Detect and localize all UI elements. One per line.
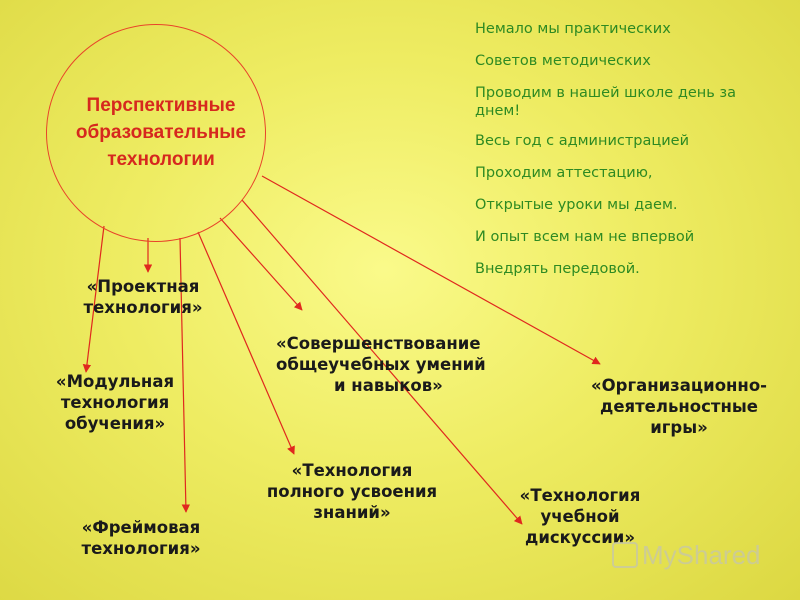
hub-title-line: Перспективные [86,95,236,116]
arrow-to-full-mastery [197,231,295,455]
node-organizational-games: «Организационно- деятельностные игры» [584,375,774,438]
node-full-mastery-technology: «Технология полного усвоения знаний» [252,460,452,523]
node-line: общеучебных умений [276,355,486,374]
node-skills-improvement: «Совершенствование общеучебных умений и … [276,333,506,396]
watermark-text: MyShared [642,540,761,570]
poem-block: Немало мы практических Советов методичес… [475,20,793,292]
node-project-technology: «Проектная технология» [68,276,218,318]
node-line: технология [60,393,170,412]
arrow-to-modular [82,225,105,373]
node-frame-technology: «Фреймовая технология» [66,517,216,559]
poem-line: Весь год с администрацией [475,133,690,149]
poem-line: Немало мы практических [475,21,671,37]
node-line: «Совершенствование [276,334,481,353]
hub-circle [46,24,266,242]
node-line: и навыков» [334,376,443,395]
arrow-to-frame [179,237,191,513]
node-line: деятельностные [600,397,758,416]
hub-title-line: технологии [107,149,215,170]
node-line: «Фреймовая [81,518,201,537]
node-line: «Организационно- [590,376,768,395]
poem-line-part: Проводим в нашей школе день за [475,85,737,101]
hub-title-line: образовательные [75,122,247,143]
poem-line: Открытые уроки мы даем. [475,197,678,213]
poem-line: Внедрять передовой. [475,261,640,277]
watermark: MyShared [612,540,761,571]
node-line: игры» [650,418,708,437]
node-line: «Технология [519,486,641,505]
hub-title: Перспективные образовательные технологии [56,92,266,173]
node-line: полного усвоения [266,482,438,501]
arrow-to-skills [219,217,303,311]
node-line: обучения» [64,414,166,433]
node-line: «Технология [291,461,413,480]
poem-line: И опыт всем нам не впервой [475,229,695,245]
node-line: технология» [83,298,203,317]
arrow-to-discussion [241,199,523,525]
node-line: учебной [540,507,620,526]
poem-line-part: днем! [475,103,521,119]
node-modular-technology: «Модульная технология обучения» [40,371,190,434]
node-line: «Проектная [86,277,200,296]
node-line: знаний» [313,503,391,522]
node-line: технология» [81,539,201,558]
myshared-logo-icon [612,542,638,568]
node-line: дискуссии» [525,528,635,547]
poem-line: Проходим аттестацию, [475,165,653,181]
node-discussion-technology: «Технология учебной дискуссии» [500,485,660,548]
node-line: «Модульная [55,372,175,391]
poem-line: Проводим в нашей школе день за днем! [475,84,793,120]
arrow-to-games [261,175,601,365]
poem-line: Советов методических [475,53,651,69]
